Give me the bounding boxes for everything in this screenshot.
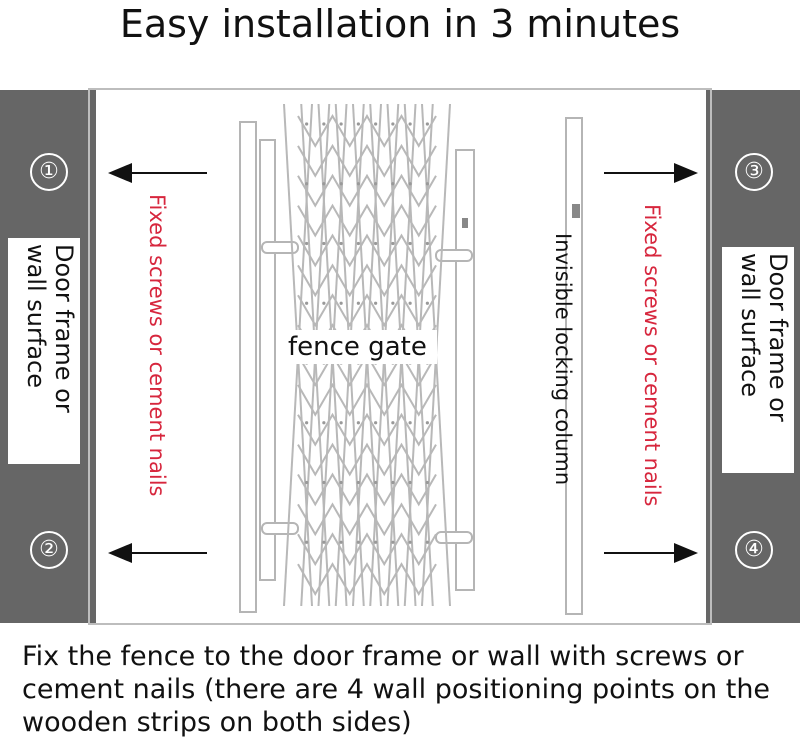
lattice-slat — [297, 203, 437, 238]
position-marker-4: ④ — [735, 531, 773, 569]
lattice-rivet — [339, 241, 343, 246]
lattice-rivet — [408, 122, 412, 126]
lattice-rivet — [322, 480, 326, 485]
lattice-rivet — [356, 241, 360, 246]
position-marker-2: ② — [30, 531, 68, 569]
hinge-pin-top-left — [261, 241, 299, 254]
lattice-slat — [297, 263, 437, 298]
page-title: Easy installation in 3 minutes — [119, 2, 681, 46]
locking-column-note: Invisible locking column — [551, 233, 575, 486]
lattice-rivet — [391, 122, 395, 126]
lattice-rivet — [356, 301, 360, 305]
right-fixing-note: Fixed screws or cement nails — [640, 204, 664, 507]
right-wall-label: Door frame or wall surface — [722, 247, 794, 473]
lattice-rivet — [305, 122, 309, 126]
lattice-rivet — [305, 301, 309, 305]
instruction-text: Fix the fence to the door frame or wall … — [22, 641, 771, 738]
left-gate-post — [259, 139, 276, 581]
lattice-rivet — [374, 301, 378, 305]
lattice-rivet — [356, 421, 360, 425]
lattice-rivet — [305, 540, 309, 544]
right-gate-latch — [462, 218, 468, 228]
fence-gate-label: fence gate — [278, 330, 437, 364]
lattice-rivet — [339, 480, 343, 485]
lattice-slat — [297, 233, 437, 268]
lattice-rivet — [374, 182, 378, 186]
lattice-rivet — [425, 122, 429, 126]
lattice-rivet — [339, 421, 343, 425]
lattice-rivet — [356, 480, 360, 485]
lattice-rivet — [339, 301, 343, 305]
lattice-rivet — [322, 301, 326, 305]
lattice-rivet — [322, 421, 326, 425]
lattice-rivet — [339, 182, 343, 186]
lattice-slat — [297, 502, 437, 537]
hinge-pin-bottom-right — [435, 531, 473, 544]
lattice-rivet — [391, 301, 395, 305]
lattice-rivet — [425, 540, 429, 544]
lattice-rivet — [391, 241, 395, 246]
lattice-rivet — [356, 540, 360, 544]
lattice-rivet — [425, 480, 429, 485]
lattice-rivet — [305, 241, 309, 246]
position-marker-3: ③ — [735, 153, 773, 191]
lattice-rivet — [425, 301, 429, 305]
lattice-rivet — [391, 540, 395, 544]
lattice-rivet — [305, 421, 309, 425]
lattice-rivet — [339, 540, 343, 544]
lattice-slat — [297, 472, 437, 507]
locking-column-hook — [572, 204, 580, 218]
lattice-slat — [297, 532, 437, 567]
lattice-rivet — [391, 421, 395, 425]
lattice-rivet — [408, 182, 412, 186]
lattice-slat — [297, 382, 437, 417]
left-fixing-note: Fixed screws or cement nails — [145, 194, 169, 497]
lattice-rivet — [322, 182, 326, 186]
locking-column — [565, 117, 583, 615]
lattice-slat — [297, 442, 437, 477]
lattice-slat — [297, 114, 437, 148]
lattice-rivet — [374, 122, 378, 126]
lattice-rivet — [374, 540, 378, 544]
lattice-slat — [297, 412, 437, 447]
lattice-rivet — [322, 540, 326, 544]
lattice-rivet — [408, 480, 412, 485]
lattice-rivet — [305, 480, 309, 485]
lattice-rivet — [322, 241, 326, 246]
right-gate-post — [455, 149, 475, 591]
lattice-rivet — [374, 241, 378, 246]
lattice-rivet — [408, 241, 412, 246]
lattice-slat — [297, 562, 437, 596]
lattice-rivet — [374, 480, 378, 485]
lattice-rivet — [425, 241, 429, 246]
lattice-slat — [297, 143, 437, 178]
lattice-rivet — [322, 122, 326, 126]
left-wall-label: Door frame or wall surface — [8, 238, 80, 464]
lattice-rivet — [339, 122, 343, 126]
lattice-slat — [297, 293, 437, 328]
lattice-rivet — [356, 182, 360, 186]
lattice-rivet — [356, 122, 360, 126]
lattice-rivet — [374, 421, 378, 425]
lattice-rivet — [391, 182, 395, 186]
lattice-rivet — [408, 540, 412, 544]
lattice-rivet — [408, 301, 412, 305]
lattice-rivet — [425, 182, 429, 186]
lattice-rivet — [305, 182, 309, 186]
lattice-rivet — [408, 421, 412, 425]
position-marker-1: ① — [30, 153, 68, 191]
lattice-rivet — [391, 480, 395, 485]
left-wall-strip — [239, 121, 257, 613]
hinge-pin-bottom-left — [261, 522, 299, 535]
lattice-slat — [297, 173, 437, 208]
lattice-rivet — [425, 421, 429, 425]
hinge-pin-top-right — [435, 249, 473, 262]
